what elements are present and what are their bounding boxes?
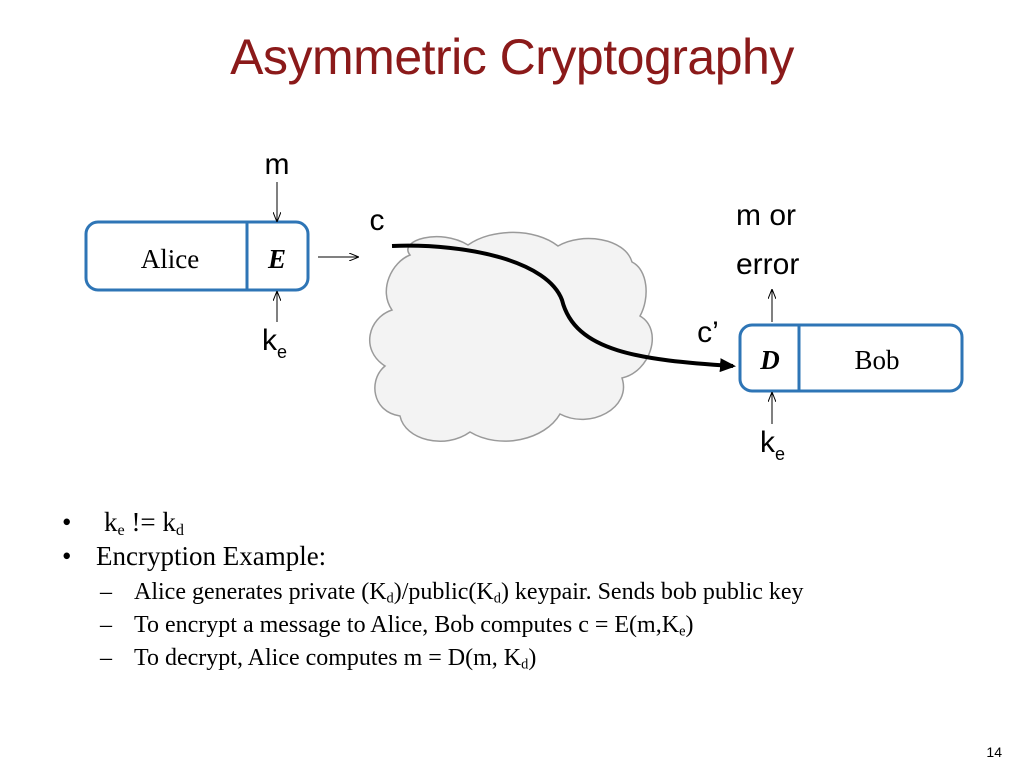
decrypt-op-label: D bbox=[759, 345, 780, 375]
ciphertext-c-prime-label: c’ bbox=[697, 316, 719, 349]
alice-input-m: m bbox=[265, 148, 290, 181]
bullet-keys-differ: • ke != kd bbox=[62, 505, 962, 539]
bob-box: D Bob bbox=[738, 323, 964, 393]
sub-bullet-decrypt: – To decrypt, Alice computes m = D(m, Kd… bbox=[100, 645, 537, 673]
encrypt-op-label: E bbox=[267, 244, 286, 274]
crypto-diagram: Alice E m ke c c’ D Bob m or error ke bbox=[84, 148, 964, 464]
sub-bullet-keypair: – Alice generates private (Kd)/public(Kd… bbox=[100, 579, 804, 607]
dash-glyph: – bbox=[100, 645, 112, 671]
slide-title: Asymmetric Cryptography bbox=[230, 29, 794, 85]
page-number: 14 bbox=[986, 744, 1002, 760]
bullet-encryption-example: • Encryption Example: bbox=[62, 539, 962, 573]
bullet-glyph: • bbox=[62, 541, 72, 571]
alice-key-label: ke bbox=[262, 324, 287, 362]
transit-arrow bbox=[391, 243, 736, 373]
alice-box: Alice E bbox=[84, 220, 310, 292]
bob-label: Bob bbox=[854, 345, 899, 375]
bob-key-label: ke bbox=[760, 426, 785, 464]
sub-bullet-encrypt: – To encrypt a message to Alice, Bob com… bbox=[100, 612, 694, 640]
network-cloud bbox=[369, 231, 654, 442]
dash-glyph: – bbox=[100, 612, 112, 638]
bullet-list: • ke != kd • Encryption Example: – Alice… bbox=[62, 505, 962, 672]
bullet-glyph: • bbox=[62, 507, 72, 537]
alice-label: Alice bbox=[141, 244, 199, 274]
bob-output-line1: m or bbox=[736, 199, 796, 232]
bob-output-line2: error bbox=[736, 248, 799, 281]
dash-glyph: – bbox=[100, 579, 112, 605]
bullet-keys-text: ke != kd bbox=[104, 507, 184, 540]
bullet-encryption-text: Encryption Example: bbox=[96, 541, 327, 571]
ciphertext-c-label: c bbox=[370, 204, 385, 237]
